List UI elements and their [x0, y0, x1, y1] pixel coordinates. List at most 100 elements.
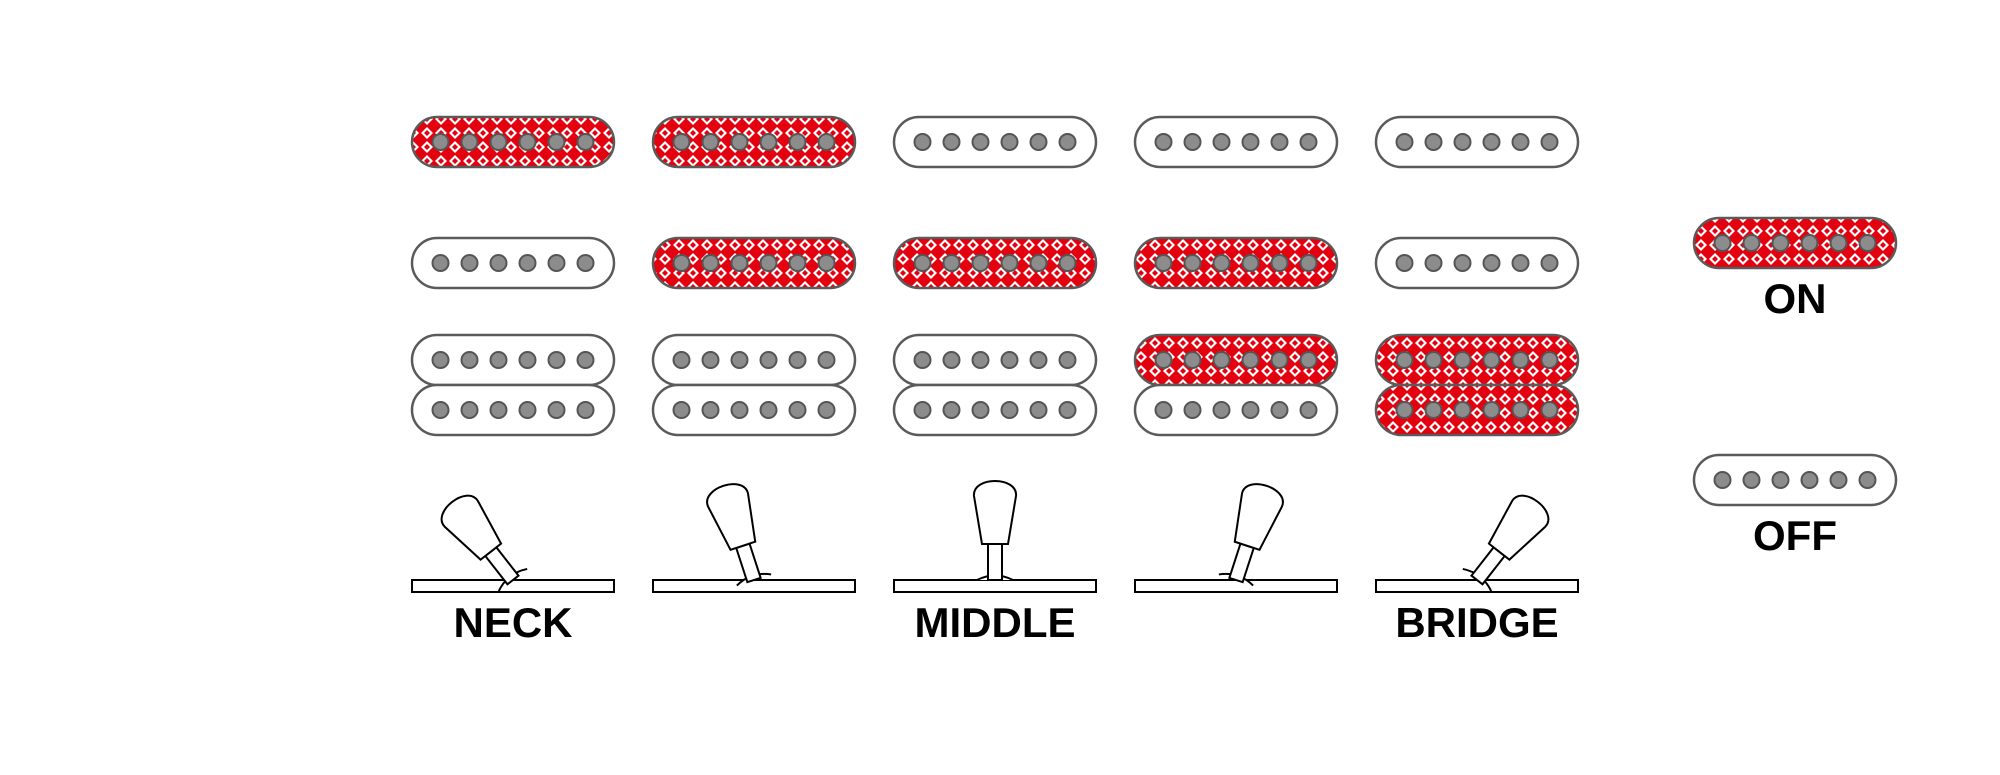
pole-piece: [1771, 234, 1790, 252]
pickup-off-sample: [1692, 453, 1898, 507]
pole-piece: [489, 351, 508, 369]
pole-piece: [817, 351, 836, 369]
pole-piece: [1241, 401, 1260, 419]
pole-piece: [788, 254, 807, 272]
pole-piece: [1540, 254, 1559, 272]
pole-piece: [1299, 254, 1318, 272]
middle-pickup: [410, 236, 616, 290]
pole-piece: [817, 254, 836, 272]
pole-piece: [701, 254, 720, 272]
pole-piece: [1212, 254, 1231, 272]
pole-piece: [788, 133, 807, 151]
pickup-body: [651, 236, 857, 290]
pole-piece: [1183, 254, 1202, 272]
middle-pickup: [651, 236, 857, 290]
pickup-body: [1374, 383, 1580, 437]
pole-piece: [1270, 351, 1289, 369]
pole-piece: [817, 133, 836, 151]
pole-piece: [1058, 401, 1077, 419]
pole-piece: [518, 254, 537, 272]
position-label: BRIDGE: [1395, 599, 1558, 646]
bridge-humbucker-top-coil: [892, 333, 1098, 387]
pole-piece: [1858, 471, 1877, 489]
pole-piece: [1713, 234, 1732, 252]
pole-piece: [1183, 133, 1202, 151]
pole-piece: [1511, 133, 1530, 151]
pole-piece: [1453, 401, 1472, 419]
pole-piece: [1395, 401, 1414, 419]
pickup-body: [1133, 236, 1339, 290]
switch-position-5: BRIDGE: [1374, 115, 1580, 646]
pole-piece: [547, 401, 566, 419]
switch-lever: [440, 494, 528, 592]
pickup-body: [410, 383, 616, 437]
pole-piece: [1713, 471, 1732, 489]
pole-piece: [1299, 133, 1318, 151]
pole-piece: [460, 254, 479, 272]
pole-piece: [971, 133, 990, 151]
pole-piece: [942, 351, 961, 369]
pole-piece: [460, 133, 479, 151]
lever-tip: [1233, 483, 1284, 551]
lever-tip: [1487, 494, 1550, 561]
pole-piece: [1212, 133, 1231, 151]
pole-piece: [576, 254, 595, 272]
switch-plate: [652, 579, 856, 593]
pole-piece: [518, 351, 537, 369]
bridge-humbucker-top-coil: [1374, 333, 1580, 387]
pole-piece: [759, 133, 778, 151]
pole-piece: [672, 133, 691, 151]
pole-piece: [1395, 351, 1414, 369]
pole-piece: [730, 401, 749, 419]
middle-pickup: [1374, 236, 1580, 290]
pickup-body: [410, 236, 616, 290]
pole-piece: [1453, 351, 1472, 369]
neck-pickup: [651, 115, 857, 169]
pole-piece: [1540, 133, 1559, 151]
pole-piece: [1183, 351, 1202, 369]
pole-piece: [1058, 351, 1077, 369]
legend-on-pickup: [1692, 216, 1898, 270]
pole-piece: [971, 351, 990, 369]
legend-off-label: OFF: [1753, 512, 1837, 559]
pickup-body: [892, 236, 1098, 290]
pole-piece: [431, 254, 450, 272]
pole-piece: [1241, 133, 1260, 151]
selector-switch: [1134, 483, 1338, 593]
pole-piece: [1511, 401, 1530, 419]
bridge-humbucker-top-coil: [651, 333, 857, 387]
switch-lever: [1218, 483, 1284, 587]
pole-piece: [1511, 351, 1530, 369]
pole-piece: [1482, 254, 1501, 272]
pickup-body: [410, 115, 616, 169]
pole-piece: [942, 254, 961, 272]
pickup-body: [1692, 453, 1898, 507]
pole-piece: [942, 133, 961, 151]
pole-piece: [489, 254, 508, 272]
selector-switch: [1375, 494, 1579, 593]
pole-piece: [1029, 401, 1048, 419]
pole-piece: [1058, 133, 1077, 151]
pickup-body: [892, 383, 1098, 437]
pole-piece: [576, 133, 595, 151]
pole-piece: [1453, 133, 1472, 151]
pole-piece: [1212, 401, 1231, 419]
pickup-body: [1692, 216, 1898, 270]
pole-piece: [1742, 234, 1761, 252]
pole-piece: [1424, 401, 1443, 419]
lever-tip: [972, 480, 1018, 545]
pickup-body: [1133, 115, 1339, 169]
pole-piece: [1453, 254, 1472, 272]
pole-piece: [1482, 401, 1501, 419]
bridge-humbucker-bottom-coil: [892, 383, 1098, 437]
pole-piece: [1270, 401, 1289, 419]
pole-piece: [730, 133, 749, 151]
pole-piece: [1154, 401, 1173, 419]
pickup-on-sample: [1692, 216, 1898, 270]
pole-piece: [1029, 254, 1048, 272]
pole-piece: [1424, 133, 1443, 151]
pole-piece: [431, 351, 450, 369]
pole-piece: [1000, 254, 1019, 272]
